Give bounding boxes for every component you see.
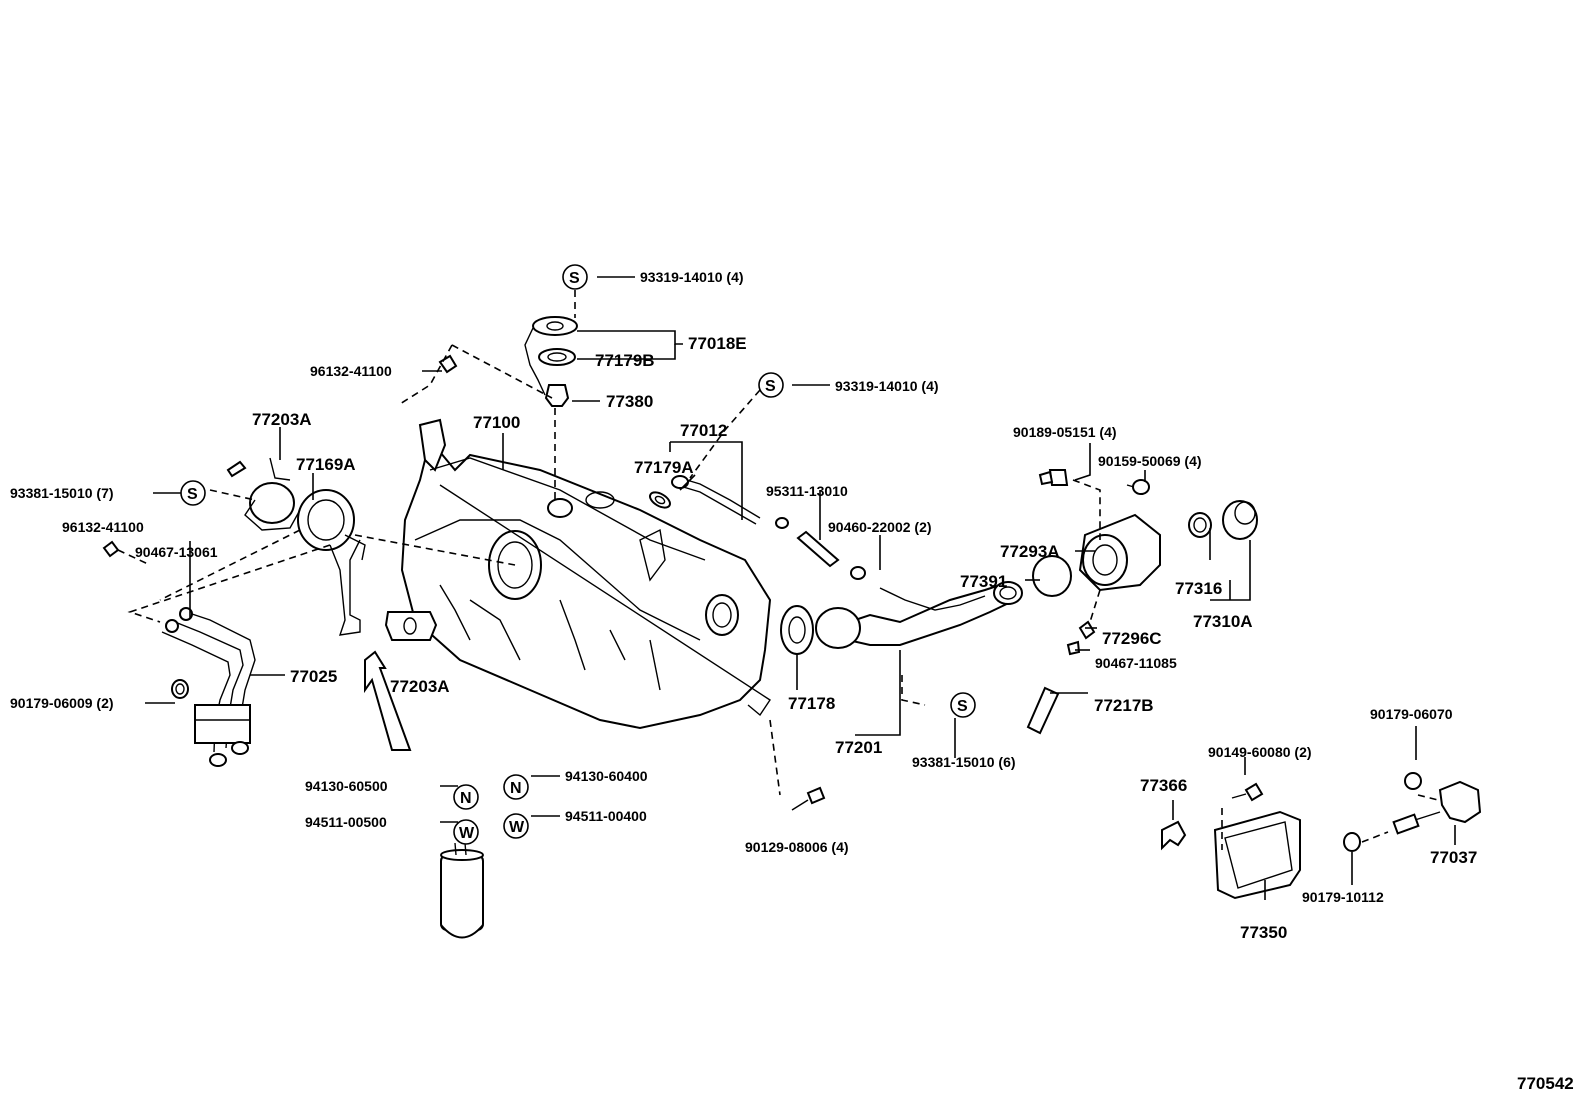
fuel-tank-77100 — [400, 418, 772, 730]
label-95311-13010: 95311-13010 — [766, 483, 848, 499]
symbol-s-top: S — [562, 264, 588, 290]
vent-tube-77012 — [671, 475, 761, 525]
hinge-77366 — [1161, 820, 1187, 851]
gasket-77178 — [780, 605, 814, 655]
label-90179-10112: 90179-10112 — [1302, 889, 1384, 905]
symbol-s-letter: S — [569, 270, 580, 287]
plug-77296C — [1078, 620, 1096, 640]
screw-90149-60080 — [1231, 782, 1264, 802]
symbol-s-filler: S — [950, 692, 976, 718]
label-94511-00500: 94511-00500 — [305, 814, 387, 830]
direction-arrow — [364, 650, 412, 751]
clip-96132-41100-left — [102, 540, 120, 558]
fuel-sender-gauge-77203A — [226, 457, 301, 531]
part-labels: 93319-14010 (4) 77018E 77179B 96132-4110… — [10, 269, 1574, 1093]
label-90467-11085: 90467-11085 — [1095, 655, 1177, 671]
clamp-90460-22002 — [775, 517, 866, 580]
label-93319-14010-mid: 93319-14010 (4) — [835, 378, 939, 394]
label-77350: 77350 — [1240, 923, 1287, 942]
label-90149-60080: 90149-60080 (2) — [1208, 744, 1312, 760]
label-96132-41100-top: 96132-41100 — [310, 363, 392, 379]
label-77025: 77025 — [290, 667, 337, 686]
clamp-90179-06009 — [171, 679, 189, 699]
clamp-90179-06070 — [1404, 772, 1422, 790]
clamp-90179-10112 — [1343, 832, 1361, 852]
label-77380: 77380 — [606, 392, 653, 411]
symbol-w-letter: W — [509, 819, 525, 836]
label-77391: 77391 — [960, 572, 1007, 591]
label-90179-06070: 90179-06070 — [1370, 706, 1453, 722]
clip-90467-11085 — [1066, 640, 1081, 656]
label-77179B: 77179B — [595, 351, 655, 370]
filler-pipe-77201 — [815, 581, 1023, 649]
label-77018E: 77018E — [688, 334, 747, 353]
bolt-90189-05151 — [1038, 469, 1069, 486]
label-93381-15010-6: 93381-15010 (6) — [912, 754, 1016, 770]
symbol-n-letter: N — [510, 780, 522, 797]
label-77310A: 77310A — [1193, 612, 1253, 631]
hose-77217B — [1026, 686, 1060, 735]
label-77100: 77100 — [473, 413, 520, 432]
symbol-s-left: S — [180, 480, 206, 506]
fuel-pump-tube-77025 — [161, 607, 256, 767]
gasket-77179B — [538, 348, 576, 366]
label-94130-60500: 94130-60500 — [305, 778, 388, 794]
label-77293A: 77293A — [1000, 542, 1060, 561]
label-77037: 77037 — [1430, 848, 1477, 867]
symbol-n-letter: N — [460, 790, 472, 807]
label-77169A: 77169A — [296, 455, 356, 474]
symbol-s-mid: S — [758, 372, 784, 398]
cap-ring-77316 — [1188, 512, 1212, 538]
fuel-door-77350 — [1213, 810, 1301, 900]
label-94511-00400: 94511-00400 — [565, 808, 647, 824]
cushion-77203A-bottom — [384, 611, 438, 641]
fuel-cap-77310A — [1222, 500, 1258, 540]
hose-95311-13010 — [796, 530, 840, 568]
label-90179-06009: 90179-06009 (2) — [10, 695, 114, 711]
fuel-lid-opener-77037 — [1392, 780, 1482, 835]
label-77178: 77178 — [788, 694, 835, 713]
electric-fuel-pump — [440, 842, 484, 939]
symbol-s-letter: S — [765, 378, 776, 395]
label-77179A: 77179A — [634, 458, 694, 477]
symbol-s-letter: S — [187, 486, 198, 503]
nut-90159-50069 — [1126, 479, 1150, 495]
label-93381-15010-7: 93381-15010 (7) — [10, 485, 114, 501]
symbol-n-right: N — [503, 774, 529, 800]
label-90159-50069: 90159-50069 (4) — [1098, 453, 1202, 469]
filler-housing-77293A — [1078, 513, 1161, 592]
sender-gasket-77018E — [524, 316, 578, 396]
fuel-pump-bracket-77169A — [297, 489, 366, 636]
label-90189-05151: 90189-05151 (4) — [1013, 424, 1117, 440]
diagram-id: 770542 — [1517, 1074, 1574, 1093]
label-90467-13061: 90467-13061 — [135, 544, 218, 560]
leader-lines — [145, 276, 1456, 900]
label-77203A-top: 77203A — [252, 410, 312, 429]
gasket-77179A — [649, 491, 671, 509]
label-90460-22002: 90460-22002 (2) — [828, 519, 932, 535]
symbol-w-right: W — [503, 813, 529, 839]
label-96132-41100-left: 96132-41100 — [62, 519, 144, 535]
bolt-90129-08006 — [791, 786, 826, 811]
clip-96132-41100-top — [438, 354, 458, 374]
label-77203A-bottom: 77203A — [390, 677, 450, 696]
assembly-dashed-lines — [117, 290, 1439, 850]
symbol-w-left: W — [453, 819, 479, 845]
label-77217B: 77217B — [1094, 696, 1154, 715]
symbol-s-letter: S — [957, 698, 968, 715]
label-77296C: 77296C — [1102, 629, 1162, 648]
gasket-77391 — [1032, 555, 1072, 597]
label-77012: 77012 — [680, 421, 727, 440]
label-90129-08006: 90129-08006 (4) — [745, 839, 849, 855]
label-77316: 77316 — [1175, 579, 1222, 598]
label-93319-14010-top: 93319-14010 (4) — [640, 269, 744, 285]
valve-77380 — [544, 384, 570, 407]
label-77366: 77366 — [1140, 776, 1187, 795]
symbol-n-left: N — [453, 784, 479, 810]
label-77201: 77201 — [835, 738, 882, 757]
label-94130-60400: 94130-60400 — [565, 768, 648, 784]
symbol-w-letter: W — [459, 825, 475, 842]
